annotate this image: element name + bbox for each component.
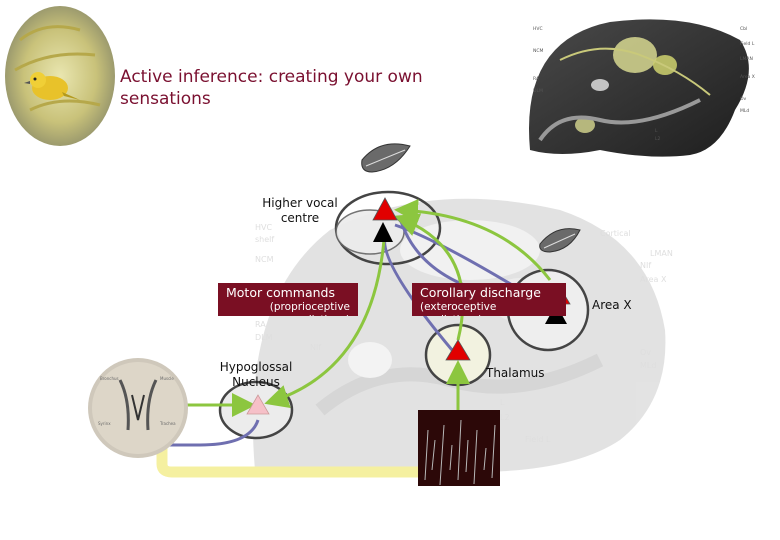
svg-text:DLM: DLM [533,88,543,94]
svg-text:Cortical: Cortical [600,229,631,238]
thalamus-neuron-icon [445,339,471,361]
svg-text:Field L: Field L [525,435,551,444]
syrinx-diagram: Bronchus Muscle Syrinx Trachea [88,358,188,458]
svg-text:LMAN: LMAN [650,249,673,258]
feather-icon [539,228,581,253]
svg-text:MLd: MLd [640,361,656,370]
bird-photo [5,6,115,146]
corollary-discharge-sublabel: (exteroceptive predictions) [420,301,497,316]
svg-text:Bronchus: Bronchus [100,376,119,381]
svg-text:NCM: NCM [255,255,274,264]
feather-icon [361,143,411,173]
higher-vocal-centre-label: Higher vocal centre [262,196,338,225]
svg-text:L2: L2 [500,413,510,422]
area-x-label: Area X [592,298,632,312]
svg-text:Syrinx: Syrinx [98,421,111,426]
forward-arrow [264,239,386,409]
svg-text:Ov: Ov [740,96,747,102]
forward-arrow [394,198,552,281]
svg-text:Area X: Area X [740,74,755,80]
forward-arrow [394,213,465,341]
svg-text:L2: L2 [655,136,661,142]
prediction-neuron-icon [372,197,398,221]
svg-text:LMAN: LMAN [740,56,753,62]
svg-text:Field L: Field L [740,41,755,47]
svg-text:Muscle: Muscle [160,376,174,381]
corollary-discharge-label: Corollary discharge [420,285,541,300]
svg-text:Area X: Area X [640,275,667,284]
svg-text:HVC: HVC [533,26,543,32]
svg-text:HVC: HVC [255,223,272,232]
svg-text:Cbl: Cbl [740,26,747,32]
corollary-discharge-banner: Corollary discharge (exteroceptive predi… [412,283,566,316]
svg-text:Trachea: Trachea [159,421,176,426]
error-neuron-icon [373,222,393,242]
svg-text:DLM: DLM [255,333,273,342]
hypoglossal-neuron-icon [246,394,270,415]
motor-commands-sublabel: (proprioceptive predictions) [269,301,350,316]
page-title: Active inference: creating your own sens… [120,67,423,109]
hvc-neurons [372,197,398,242]
svg-text:shelf: shelf [255,235,274,244]
hvc-nucleus [334,190,442,266]
motor-commands-label: Motor commands [226,285,335,300]
hypoglossal-nucleus-label: Hypoglossal Nucleus [219,360,293,389]
thalamus-label: Thalamus [486,366,545,380]
svg-text:L: L [655,128,658,134]
svg-text:NCM: NCM [533,48,544,54]
svg-text:NIf: NIf [640,261,651,270]
backward-arrow [162,419,260,447]
svg-text:MLd: MLd [740,108,749,114]
svg-text:Ov: Ov [640,348,651,357]
motor-commands-banner: Motor commands (proprioceptive predictio… [218,283,358,316]
svg-text:NIf: NIf [310,343,321,352]
svg-text:RA: RA [533,76,540,82]
svg-text:RA: RA [255,320,266,329]
svg-text:L: L [500,398,505,407]
auditory-feedback-loop [156,442,418,478]
spectrogram [418,410,500,486]
